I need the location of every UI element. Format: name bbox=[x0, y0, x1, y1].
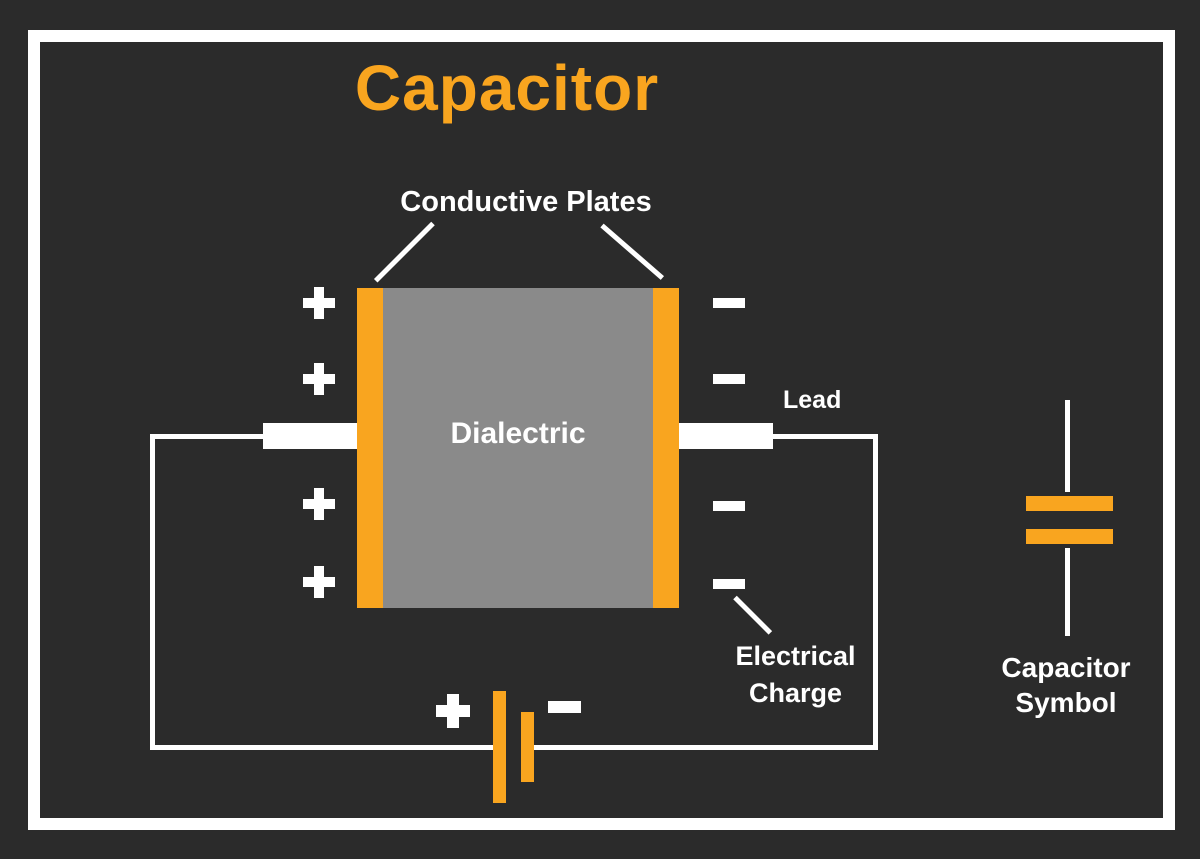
plus-charge-icon bbox=[303, 566, 335, 598]
border-frame bbox=[28, 30, 1175, 830]
plus-charge-icon bbox=[303, 287, 335, 319]
symbol-wire-bottom bbox=[1065, 548, 1070, 636]
wire-bottom-right bbox=[534, 745, 878, 750]
plus-charge-icon bbox=[303, 488, 335, 520]
symbol-plate-bottom bbox=[1026, 529, 1113, 544]
plus-charge-icon bbox=[303, 363, 335, 395]
right-lead bbox=[679, 423, 773, 449]
right-conductive-plate bbox=[653, 288, 679, 608]
wire-left-horizontal bbox=[150, 434, 265, 439]
battery-minus-icon bbox=[548, 701, 581, 713]
dielectric-region: Dialectric bbox=[383, 288, 653, 608]
battery-positive-plate bbox=[493, 691, 506, 803]
left-lead bbox=[263, 423, 357, 449]
lead-label: Lead bbox=[783, 386, 842, 414]
minus-charge-icon bbox=[713, 501, 745, 511]
wire-left-vertical bbox=[150, 434, 155, 750]
symbol-wire-top bbox=[1065, 400, 1070, 492]
dielectric-label: Dialectric bbox=[450, 417, 586, 450]
left-conductive-plate bbox=[357, 288, 383, 608]
battery-plus-icon bbox=[436, 694, 470, 728]
wire-bottom-left bbox=[150, 745, 493, 750]
wire-right-vertical bbox=[873, 434, 878, 750]
conductive-plates-label: Conductive Plates bbox=[400, 186, 652, 218]
symbol-plate-top bbox=[1026, 496, 1113, 511]
minus-charge-icon bbox=[713, 298, 745, 308]
capacitor-symbol-label: Capacitor Symbol bbox=[1001, 652, 1131, 718]
minus-charge-icon bbox=[713, 374, 745, 384]
wire-right-horizontal bbox=[773, 434, 878, 439]
capacitor-body: Dialectric bbox=[357, 288, 679, 608]
battery-negative-plate bbox=[521, 712, 534, 782]
page-title: Capacitor bbox=[354, 52, 660, 124]
minus-charge-icon bbox=[713, 579, 745, 589]
electrical-charge-label: Electrical Charge bbox=[735, 641, 856, 708]
